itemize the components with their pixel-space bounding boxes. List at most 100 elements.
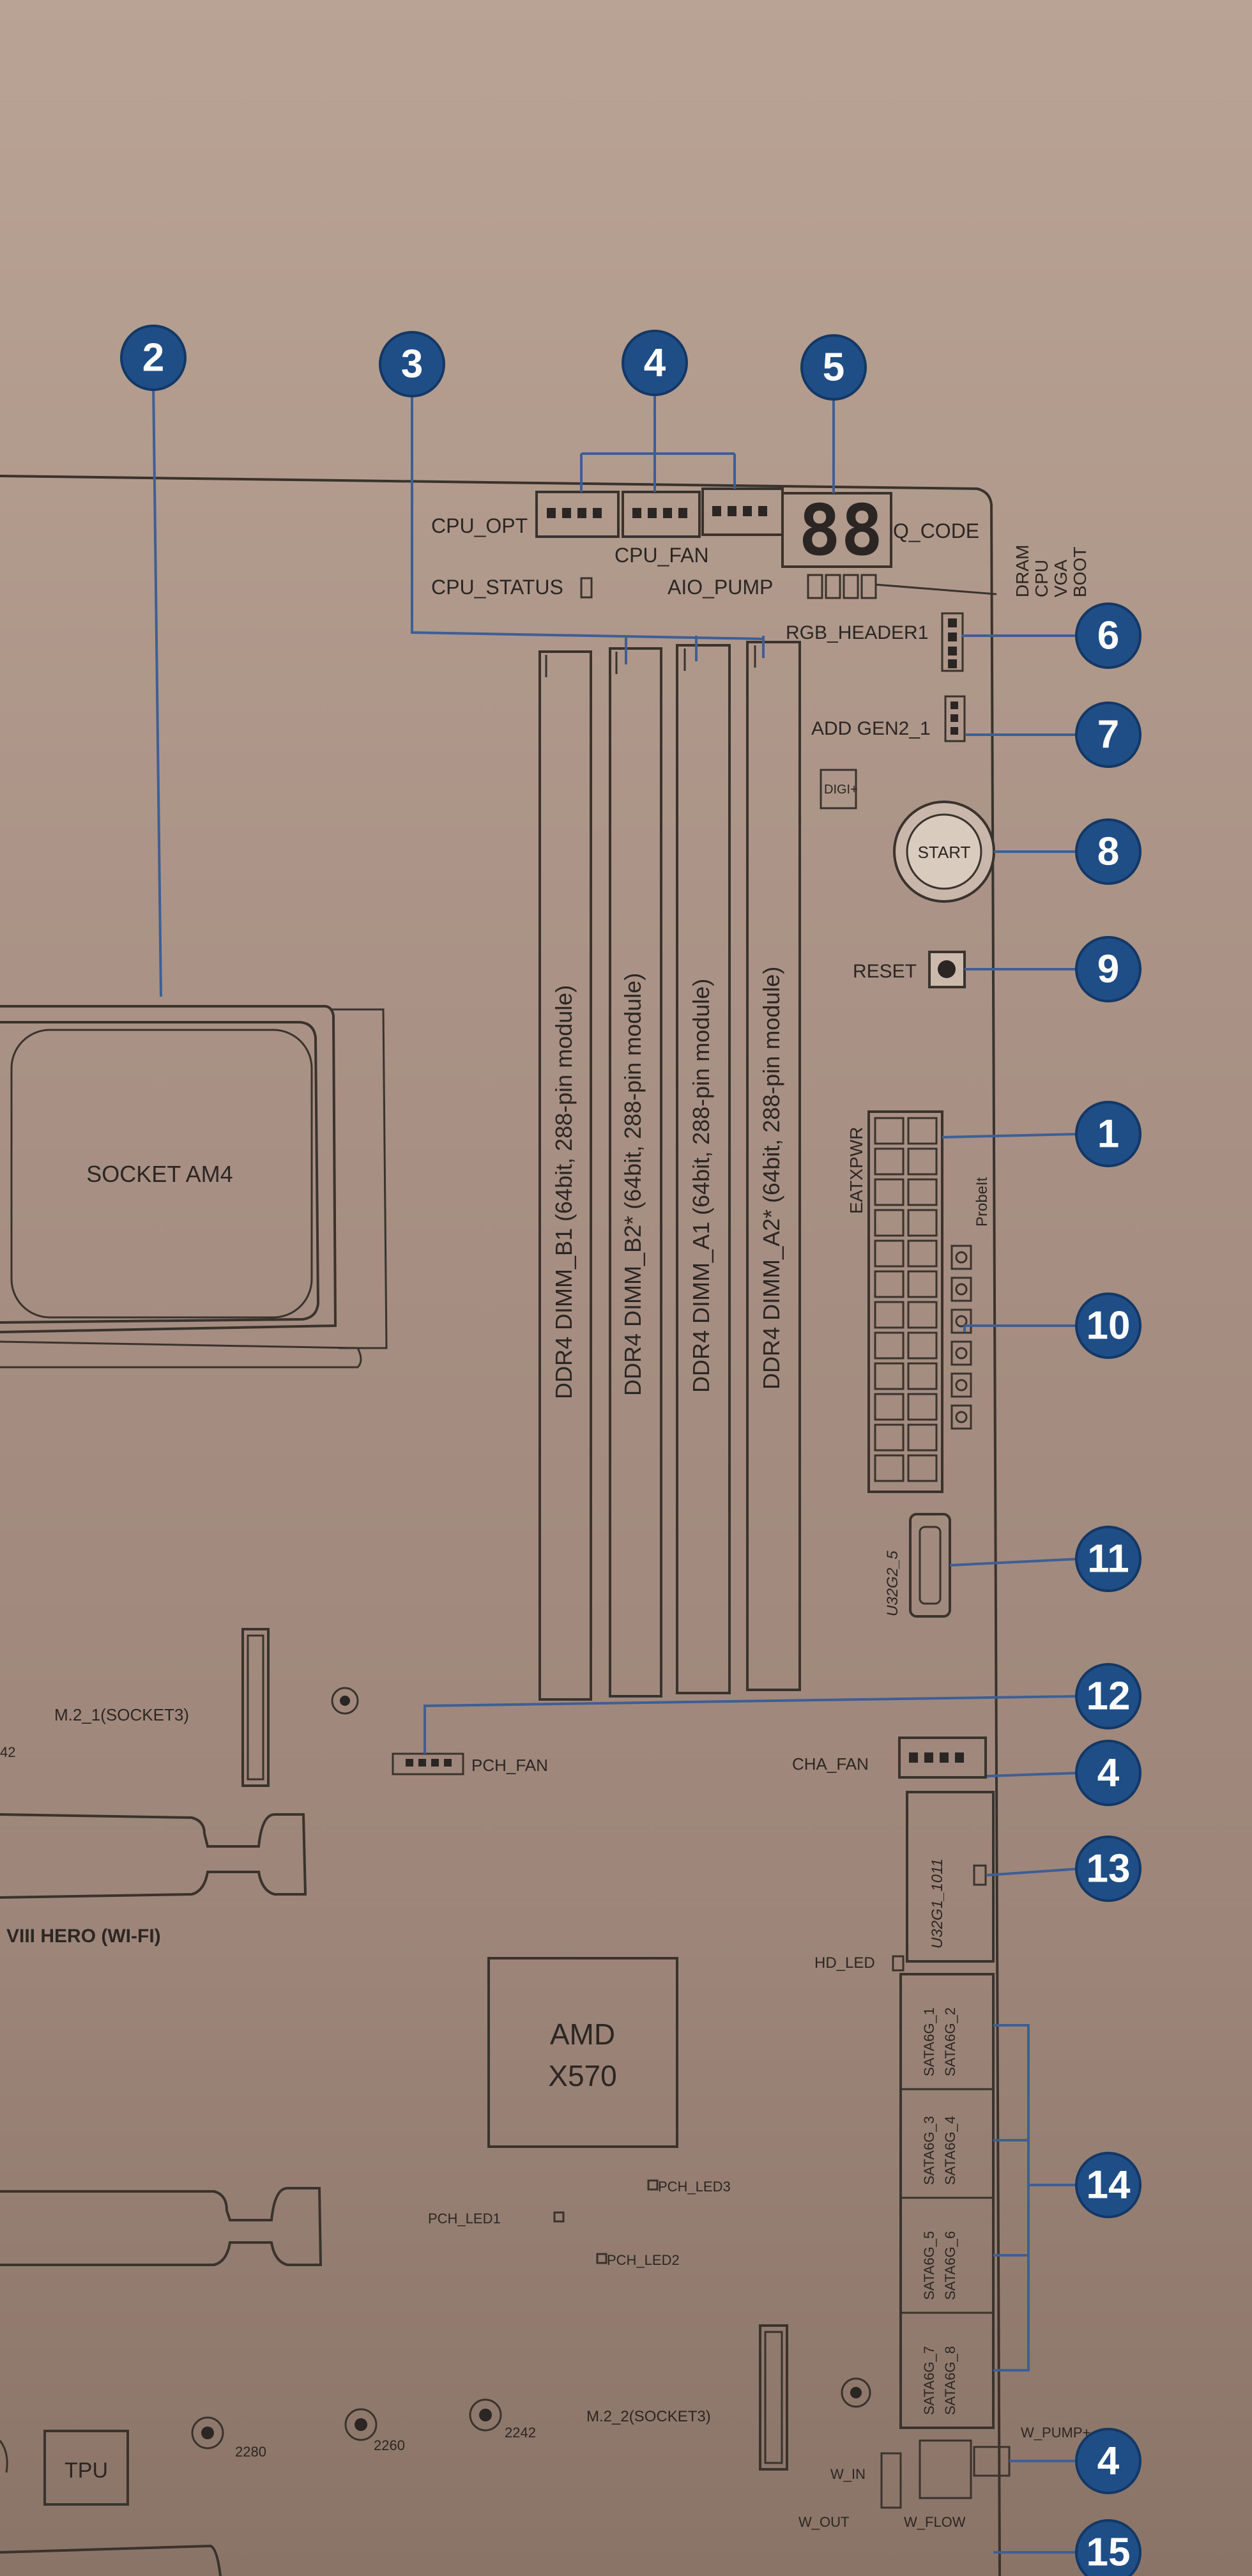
- eatx-pin: [907, 1362, 938, 1390]
- tpu-header: TPU: [0, 2430, 129, 2506]
- led-vga-label: VGA: [1051, 560, 1071, 597]
- callout-1: 1: [1075, 1101, 1141, 1167]
- pch-led1-mark: [553, 2211, 565, 2223]
- callout-4-top: 4: [622, 330, 688, 396]
- board-outline: [0, 475, 1001, 2576]
- eatx-pin: [874, 1270, 905, 1298]
- callout-2: 2: [120, 325, 187, 391]
- sata-7-label: SATA6G_7: [921, 2346, 937, 2415]
- led-cpu-label: CPU: [1032, 560, 1051, 597]
- callout-12: 12: [1075, 1663, 1141, 1729]
- sata-6-label: SATA6G_6: [942, 2231, 958, 2300]
- callout-15: 15: [1075, 2519, 1141, 2576]
- cpu-fan-label: CPU_FAN: [615, 544, 709, 567]
- w-flow-label: W_FLOW: [904, 2514, 966, 2530]
- size-2260-label: 2260: [374, 2437, 405, 2453]
- cpu-opt-label: CPU_OPT: [431, 514, 528, 537]
- eatx-pin: [907, 1393, 938, 1421]
- addressable-gen2-header: ADD GEN2_1: [811, 695, 966, 742]
- callout-8: 8: [1075, 818, 1141, 885]
- callout-10: 10: [1075, 1292, 1141, 1359]
- svg-text:9: 9: [1097, 947, 1119, 992]
- size-2242-label: 2242: [505, 2425, 536, 2441]
- pcie-slot-1: [0, 1813, 307, 1899]
- probeit-point: [950, 1340, 972, 1366]
- pcie-slot-3: [0, 2544, 222, 2576]
- sata-ports: SATA6G_1 SATA6G_2 SATA6G_3 SATA6G_4 SATA…: [899, 1973, 995, 2429]
- svg-text:4: 4: [1097, 2439, 1120, 2483]
- reset-label: RESET: [853, 961, 917, 982]
- svg-text:6: 6: [1097, 614, 1119, 658]
- pch-led1-label: PCH_LED1: [428, 2211, 501, 2227]
- cpu-status-led: [580, 577, 593, 599]
- svg-text:7: 7: [1097, 713, 1119, 757]
- dimm-a1-label: DDR4 DIMM_A1 (64bit, 288-pin module): [688, 979, 714, 1393]
- fragment-42-label: 42: [0, 1744, 15, 1760]
- sata-1-label: SATA6G_1: [921, 2007, 937, 2076]
- probeit-point: [950, 1404, 972, 1430]
- eatx-pin: [874, 1454, 905, 1482]
- eatx-pin: [874, 1331, 905, 1360]
- probeit-dot: [955, 1251, 968, 1264]
- q-code-label: Q_CODE: [893, 519, 979, 542]
- eatx-pin: [874, 1393, 905, 1421]
- svg-text:4: 4: [644, 341, 666, 385]
- pch-led2-label: PCH_LED2: [607, 2252, 680, 2268]
- start-button: START: [893, 801, 995, 903]
- pch-led3-label: PCH_LED3: [658, 2179, 731, 2195]
- led-dram-label: DRAM: [1012, 545, 1032, 597]
- pch-fan-label: PCH_FAN: [471, 1756, 548, 1775]
- svg-text:3: 3: [401, 342, 423, 387]
- dimm-b1-label: DDR4 DIMM_B1 (64bit, 288-pin module): [551, 985, 577, 1399]
- chipset-amd-label: AMD: [550, 2018, 615, 2051]
- m2-2-slot: M.2_2(SOCKET3): [586, 2324, 871, 2471]
- cpu-socket: SOCKET AM4: [0, 1005, 388, 1368]
- eatx-pin: [907, 1209, 938, 1237]
- callout-leaders: [152, 383, 1080, 2554]
- svg-text:88: 88: [798, 489, 883, 571]
- rgb-header-label: RGB_HEADER1: [786, 622, 928, 643]
- callout-11: 11: [1075, 1526, 1141, 1592]
- svg-text:2: 2: [142, 336, 164, 380]
- eatx-pin: [907, 1331, 938, 1360]
- cpu-status-label: CPU_STATUS: [431, 576, 563, 599]
- m2-2-label: M.2_2(SOCKET3): [586, 2408, 711, 2425]
- rgb-header: RGB_HEADER1: [786, 612, 964, 672]
- dimm-slots: DDR4 DIMM_B1 (64bit, 288-pin module) DDR…: [538, 641, 801, 1701]
- svg-text:5: 5: [823, 346, 844, 390]
- cha-fan-header: CHA_FAN: [792, 1736, 987, 1779]
- pch-led3-mark: [647, 2179, 659, 2191]
- sata-8-label: SATA6G_8: [942, 2346, 958, 2415]
- sata-2-label: SATA6G_2: [942, 2007, 958, 2076]
- svg-text:14: 14: [1087, 2163, 1131, 2207]
- chipset: AMD X570: [487, 1957, 678, 2148]
- w-pump-label: W_PUMP+: [1021, 2425, 1090, 2441]
- callout-4-middle: 4: [1075, 1740, 1141, 1806]
- probeit-dot: [955, 1411, 968, 1423]
- led-boot-label: BOOT: [1070, 547, 1090, 597]
- callout-6: 6: [1075, 602, 1141, 669]
- eatxpwr-label: EATXPWR: [846, 1127, 866, 1214]
- svg-text:10: 10: [1087, 1304, 1131, 1348]
- eatx-pin: [874, 1239, 905, 1268]
- digi-label: DIGI+: [824, 783, 858, 797]
- sata-5-label: SATA6G_5: [921, 2231, 937, 2300]
- usb32-gen2-header: U32G2_5: [884, 1513, 951, 1618]
- callout-9: 9: [1075, 936, 1141, 1002]
- m2-1-slot: M.2_1(SOCKET3) 42: [0, 1628, 359, 1787]
- u32g1-label: U32G1_1011: [929, 1859, 946, 1949]
- reset-button: RESET: [853, 951, 966, 988]
- eatx-pin: [874, 1423, 905, 1452]
- sata-3-label: SATA6G_3: [921, 2116, 937, 2185]
- eatx-pin: [874, 1178, 905, 1206]
- cpu-fan-headers: CPU_OPT CPU_FAN AIO_PUMP CPU_STATUS: [431, 487, 784, 599]
- eatx-pin: [907, 1117, 938, 1145]
- callout-5: 5: [800, 334, 867, 401]
- probeit-dot: [955, 1347, 968, 1360]
- pch-fan-header: PCH_FAN: [392, 1752, 548, 1775]
- chipset-x570-label: X570: [548, 2059, 616, 2092]
- callout-3: 3: [379, 331, 445, 397]
- eatx-pin: [907, 1270, 938, 1298]
- svg-text:13: 13: [1087, 1847, 1131, 1891]
